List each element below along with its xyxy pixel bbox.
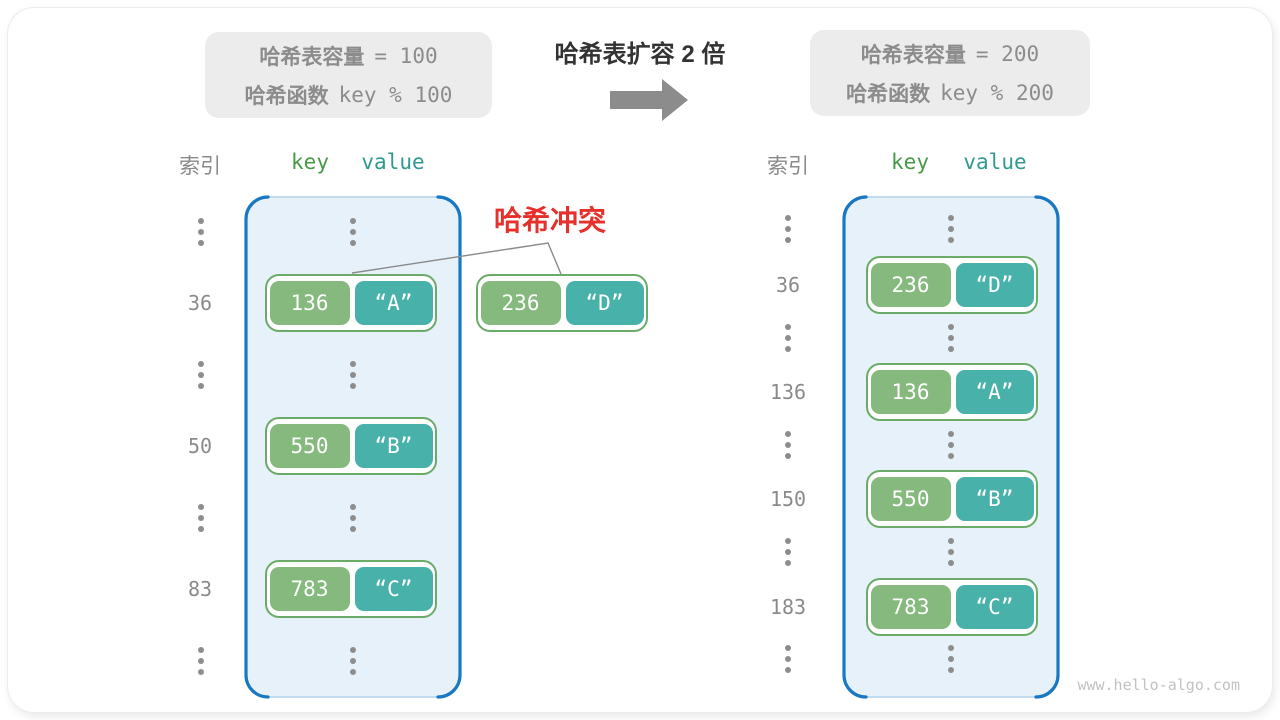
- right-index-ellipsis: [785, 645, 791, 673]
- left-header-value: value: [361, 150, 425, 174]
- left-index-ellipsis: [198, 647, 204, 675]
- left-index-36: 36: [187, 291, 213, 315]
- capacity-label: 哈希表容量: [860, 43, 966, 67]
- right-bucket-ellipsis: [948, 324, 954, 352]
- capacity-info-box-before: 哈希表容量 = 100 哈希函数 key % 100: [205, 32, 492, 118]
- pair-783-C: 783 “C”: [265, 560, 437, 618]
- right-header-index: 索引: [767, 155, 809, 178]
- pair-236-D: 236 “D”: [866, 256, 1038, 314]
- left-bucket-ellipsis: [350, 647, 356, 675]
- key-cell: 236: [480, 281, 561, 325]
- left-header-index: 索引: [179, 155, 221, 178]
- right-bucket-ellipsis: [948, 645, 954, 673]
- capacity-info-box-after: 哈希表容量 = 200 哈希函数 key % 200: [810, 30, 1090, 116]
- value-cell: “C”: [354, 567, 433, 611]
- hash-function-line: 哈希函数 key % 100: [205, 80, 492, 110]
- hash-function-line: 哈希函数 key % 200: [810, 78, 1090, 108]
- page-title: 哈希表扩容 2 倍: [554, 41, 726, 68]
- pair-550-B: 550 “B”: [866, 470, 1038, 528]
- resize-arrow-icon: [610, 79, 688, 121]
- pair-236-D-colliding: 236 “D”: [476, 274, 648, 332]
- value-cell: “B”: [955, 477, 1034, 521]
- capacity-line: 哈希表容量 = 100: [205, 41, 492, 71]
- watermark: www.hello-algo.com: [1077, 676, 1240, 694]
- pair-550-B: 550 “B”: [265, 417, 437, 475]
- value-cell: “B”: [354, 424, 433, 468]
- left-bucket-ellipsis: [350, 218, 356, 246]
- hash-function-value: key % 100: [338, 82, 453, 107]
- left-index-50: 50: [187, 434, 213, 458]
- key-cell: 783: [269, 567, 350, 611]
- capacity-line: 哈希表容量 = 200: [810, 39, 1090, 69]
- capacity-value: = 100: [374, 43, 438, 68]
- value-cell: “A”: [354, 281, 433, 325]
- right-bucket-ellipsis: [948, 215, 954, 243]
- hash-function-value: key % 200: [940, 80, 1054, 105]
- value-cell: “D”: [565, 281, 644, 325]
- right-index-36: 36: [775, 273, 801, 297]
- value-cell: “A”: [955, 370, 1034, 414]
- right-index-ellipsis: [785, 215, 791, 243]
- left-index-83: 83: [187, 577, 213, 601]
- left-bucket-ellipsis: [350, 361, 356, 389]
- key-cell: 783: [870, 585, 951, 629]
- right-index-183: 183: [769, 595, 807, 619]
- right-index-136: 136: [769, 380, 807, 404]
- key-cell: 550: [269, 424, 350, 468]
- left-index-ellipsis: [198, 218, 204, 246]
- right-header-key: key: [891, 150, 929, 174]
- capacity-label: 哈希表容量: [259, 45, 365, 69]
- value-cell: “C”: [955, 585, 1034, 629]
- value-cell: “D”: [955, 263, 1034, 307]
- key-cell: 550: [870, 477, 951, 521]
- left-index-ellipsis: [198, 361, 204, 389]
- right-bucket-ellipsis: [948, 538, 954, 566]
- right-index-ellipsis: [785, 324, 791, 352]
- right-bucket-ellipsis: [948, 431, 954, 459]
- left-index-ellipsis: [198, 504, 204, 532]
- hash-function-label: 哈希函数: [846, 82, 931, 106]
- collision-label: 哈希冲突: [493, 205, 606, 236]
- right-index-ellipsis: [785, 538, 791, 566]
- right-header-value: value: [963, 150, 1027, 174]
- diagram-card: [8, 8, 1272, 712]
- pair-783-C: 783 “C”: [866, 578, 1038, 636]
- capacity-value: = 200: [975, 41, 1040, 66]
- pair-136-A: 136 “A”: [866, 363, 1038, 421]
- left-header-key: key: [291, 150, 329, 174]
- left-bucket-ellipsis: [350, 504, 356, 532]
- pair-136-A: 136 “A”: [265, 274, 437, 332]
- key-cell: 136: [269, 281, 350, 325]
- hash-function-label: 哈希函数: [244, 84, 329, 108]
- key-cell: 136: [870, 370, 951, 414]
- right-index-ellipsis: [785, 431, 791, 459]
- key-cell: 236: [870, 263, 951, 307]
- right-index-150: 150: [769, 487, 807, 511]
